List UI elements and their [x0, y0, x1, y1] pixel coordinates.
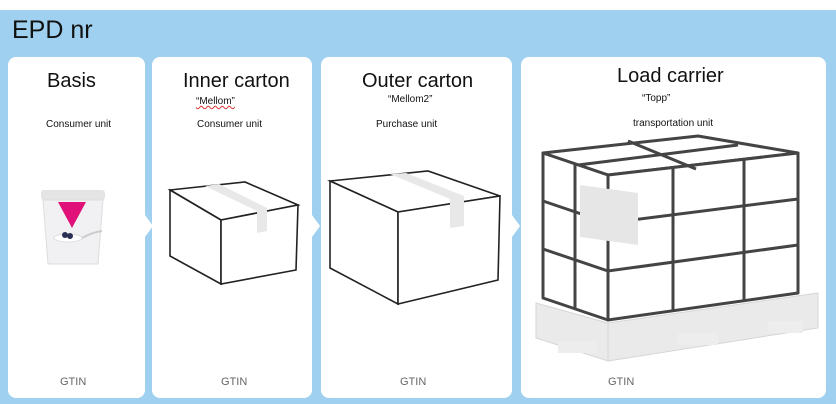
carton-box-icon [326, 170, 501, 306]
carton-box-icon [167, 181, 301, 286]
card-subtitle: “Topp” [642, 93, 671, 104]
pallet-load-icon [535, 134, 819, 362]
yoghurt-cup-icon [41, 190, 105, 265]
chevron-arrow [312, 215, 320, 237]
gtin-label: GTIN [400, 376, 427, 388]
card-subtitle: “Mellom2” [388, 94, 433, 105]
card-heading: Basis [47, 70, 96, 92]
gtin-label: GTIN [221, 376, 248, 388]
card-unit: Purchase unit [376, 119, 438, 130]
card-subtitle: “Mellom” [196, 96, 235, 107]
chevron-arrow [145, 215, 153, 237]
gtin-label: GTIN [608, 376, 635, 388]
card-heading: Outer carton [362, 70, 474, 92]
card-unit: Consumer unit [46, 119, 112, 130]
card-heading: Load carrier [617, 65, 724, 87]
card-heading: Inner carton [183, 70, 290, 92]
gtin-label: GTIN [60, 376, 87, 388]
chevron-arrow [512, 215, 520, 237]
diagram-title: EPD nr [12, 16, 93, 44]
card-unit: transportation unit [633, 118, 714, 129]
card-unit: Consumer unit [197, 119, 263, 130]
